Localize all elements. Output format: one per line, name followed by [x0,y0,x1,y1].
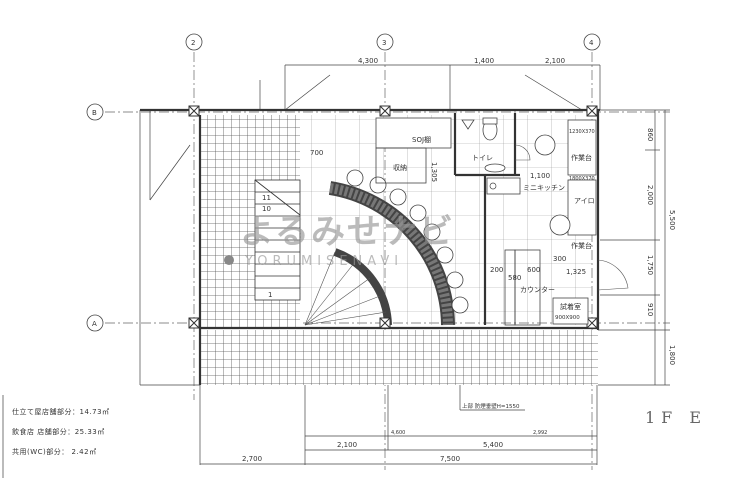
shelf-2 [567,179,597,236]
stair-number-1: 1 [268,291,272,299]
shelf-2-size: 1800X370 [569,176,595,182]
storage-label: 収納 [393,163,407,172]
stair-number-11: 11 [262,194,271,202]
dim-1305-vertical: 1,305 [430,162,438,182]
left-canopy [139,110,200,386]
dim-1325: 1,325 [566,268,586,276]
stools [346,169,469,314]
grid-label-col-4: 4 [589,39,594,47]
grid-label-col-3: 3 [382,39,386,47]
dim-bottom-5400: 5,400 [483,441,503,449]
fitting-room [552,297,589,325]
fitting-room-label: 試着室 [560,302,581,311]
grid-label-row-a: A [92,320,97,328]
shelf-1 [567,119,597,176]
dim-right-1800: 1,800 [668,345,676,365]
watermark-logo-en: YORUMISENAVI [245,254,404,269]
grid-bubbles [86,33,601,332]
dim-right-860: 860 [646,128,654,141]
handwritten-floor-label: 1F E [645,408,708,427]
stair-number-10: 10 [262,205,271,213]
structural-columns [188,105,598,329]
right-dimension-lines [598,109,670,386]
dim-bottom-2992: 2,992 [533,430,547,436]
workbench-1-label: 作業台 [571,153,592,162]
workbench-2-label: 作業台 [571,241,592,250]
mini-kitchen-label: ミニキッチン [523,184,565,192]
curved-counter-inner [333,248,392,326]
counter-label: カウンター [520,285,555,294]
walls [140,108,600,385]
iron-label: アイロ [574,197,595,205]
bottom-dimension-lines [199,385,598,465]
counter [504,249,541,326]
shelf-1-size: 1230X370 [569,129,595,135]
sink-drain [489,182,497,190]
staircase [254,179,301,301]
work-stool-2 [549,214,571,236]
dim-bottom-2700: 2,700 [242,455,262,463]
curved-counter-outer [328,181,455,326]
dim-right-5500: 5,500 [668,210,676,230]
dim-bottom-4600: 4,600 [391,430,405,436]
smoke-wall-note: 上部 防煙垂壁H=1550 [462,402,520,410]
dim-200: 200 [490,266,503,274]
watermark-logo: よるみせナビ [240,212,455,252]
storage-room [375,147,427,184]
dim-bottom-7500: 7,500 [440,455,460,463]
dim-700: 700 [310,149,323,157]
entrance-door [597,259,629,291]
area-restaurant: 飲食店 店舗部分：25.33㎡ [12,428,105,436]
area-tailor-shop: 仕立て屋店舗部分：14.73㎡ [12,408,110,416]
toilet-label: トイレ [472,154,493,162]
area-shared-wc: 共用(WC)部分： 2.42㎡ [12,448,97,456]
dim-right-1750: 1,750 [646,255,654,275]
dim-top-3: 2,100 [545,57,565,65]
toilet-door [514,144,531,161]
column-marker [224,255,234,265]
dim-right-2000: 2,000 [646,185,654,205]
storage-note: SOJ棚 [412,135,431,144]
dim-right-910: 910 [646,303,654,316]
dim-top-2: 1,400 [474,57,494,65]
dim-bottom-2100: 2,100 [337,441,357,449]
top-canopy [259,64,601,111]
radial-seating-lines [304,251,387,326]
tiled-terrace [200,330,598,385]
dim-600: 600 [527,266,540,274]
dim-580: 580 [508,274,521,282]
fitting-room-size: 900X900 [555,315,580,321]
toilet-fixture [461,117,506,173]
grid-label-col-2: 2 [191,39,195,47]
dim-top-1: 4,300 [358,57,378,65]
dim-1100: 1,100 [530,172,550,180]
grid-label-row-b: B [92,109,97,117]
dim-300: 300 [553,255,566,263]
mini-kitchen-sink [486,177,521,195]
work-stool-1 [534,134,556,156]
